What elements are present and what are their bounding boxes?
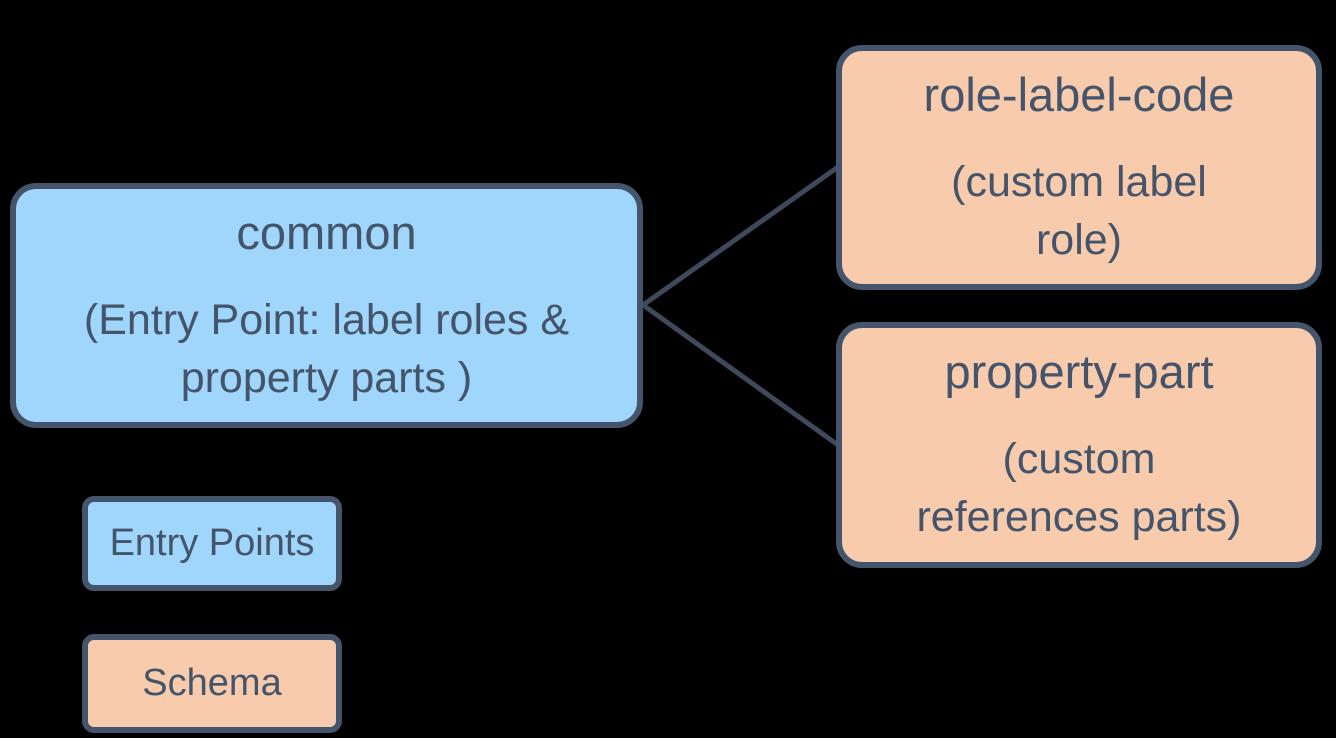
node-property-part-subtitle-line-1: (custom xyxy=(1002,435,1156,483)
node-role-label-code: role-label-code (custom label role) xyxy=(836,45,1322,290)
node-role-label-code-subtitle-line-1: (custom label xyxy=(951,158,1207,206)
legend-schema: Schema xyxy=(82,634,342,733)
legend-entry-points: Entry Points xyxy=(82,496,342,591)
node-property-part-title: property-part xyxy=(944,345,1214,398)
node-common: common (Entry Point: label roles & prope… xyxy=(10,183,643,428)
node-property-part-subtitle-line-2: references parts) xyxy=(916,493,1242,541)
node-common-subtitle-line-1: (Entry Point: label roles & xyxy=(83,296,570,344)
node-common-subtitle: (Entry Point: label roles & property par… xyxy=(84,291,569,407)
connector-common-to-property-part xyxy=(641,302,840,448)
node-property-part: property-part (custom references parts) xyxy=(836,322,1322,568)
node-role-label-code-subtitle-line-2: role) xyxy=(1035,216,1123,264)
connector-common-to-role-label-code xyxy=(641,164,840,308)
legend-schema-label: Schema xyxy=(142,662,282,704)
node-role-label-code-subtitle: (custom label role) xyxy=(951,153,1207,269)
node-common-subtitle-line-2: property parts ) xyxy=(180,354,473,402)
node-common-title: common xyxy=(236,206,417,259)
node-property-part-subtitle: (custom references parts) xyxy=(916,430,1241,546)
node-role-label-code-title: role-label-code xyxy=(923,68,1235,121)
legend-entry-points-label: Entry Points xyxy=(109,522,315,564)
